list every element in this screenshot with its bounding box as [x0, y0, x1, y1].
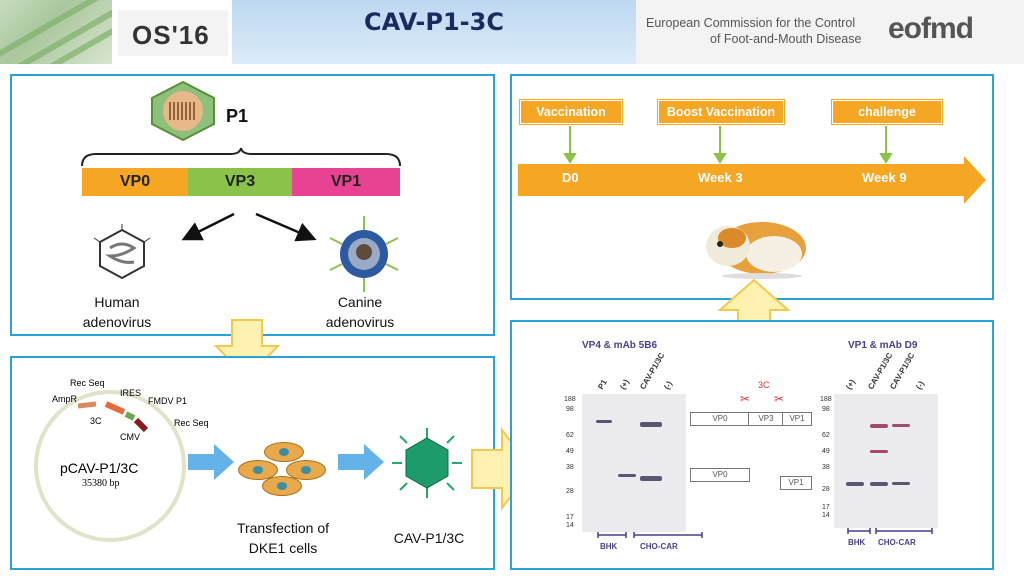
transfection-label: Transfection of DKE1 cells — [236, 520, 330, 556]
mw-label-14: 14 — [566, 522, 574, 529]
mw-label-28: 28 — [822, 486, 830, 493]
canine-adenovirus-label: Canine adenovirus — [325, 294, 395, 330]
scissors-icon: ✂ — [774, 392, 785, 406]
timeline-label-week9: Week 9 — [862, 170, 907, 185]
right-lane-pos: (+) — [844, 377, 857, 391]
plasmid-name: pCAV-P1/3C — [60, 460, 139, 476]
page-title: CAV-P1-3C — [364, 8, 504, 36]
plasmid-element-ampr: AmpR — [52, 394, 78, 404]
org-line-2: of Foot-and-Mouth Disease — [710, 32, 862, 46]
mw-label-17: 17 — [822, 504, 830, 511]
left-group-bhk: BHK — [600, 542, 618, 551]
canine-adenovirus-icon — [329, 216, 399, 292]
mw-label-49: 49 — [566, 448, 574, 455]
precursor-vp1: VP1 — [782, 412, 812, 426]
right-lane-neg: (-) — [914, 379, 926, 391]
scissors-icon: ✂ — [740, 392, 751, 406]
mw-label-62: 62 — [822, 432, 830, 439]
right-group-bhk: BHK — [848, 538, 866, 547]
plasmid-size: 35380 bp — [82, 478, 120, 489]
precursor-vp0: VP0 — [690, 412, 750, 426]
human-adenovirus-label: Human adenovirus — [82, 294, 152, 330]
right-group-cho-car: CHO-CAR — [878, 538, 916, 547]
mw-label-38: 38 — [566, 464, 574, 471]
left-group-brackets — [597, 532, 703, 538]
vp3-segment: VP3 — [188, 168, 292, 196]
right-blot-image — [834, 394, 938, 528]
mw-label-188: 188 — [820, 396, 832, 403]
title-background — [232, 0, 636, 64]
plasmid-element-fmdv-p1: FMDV P1 — [148, 396, 188, 406]
product-vp1: VP1 — [780, 476, 812, 490]
boost-vaccination-button: Boost Vaccination — [658, 100, 784, 124]
left-blot-image — [582, 394, 686, 532]
fmdv-virion-icon — [151, 80, 215, 142]
org-line-1: European Commission for the Control — [646, 16, 856, 30]
dke1-cells-image — [234, 438, 334, 498]
plasmid-element-3c: 3C — [90, 416, 102, 426]
vp1-segment: VP1 — [292, 168, 400, 196]
timeline-panel: Vaccination Boost Vaccination challenge … — [510, 74, 994, 300]
product-vp0: VP0 — [690, 468, 750, 482]
right-arrow-icon — [188, 444, 234, 480]
split-arrows-icon — [181, 212, 317, 242]
conference-logo: OS'16 — [118, 10, 228, 56]
plasmid-element-ires: IRES — [120, 388, 142, 398]
mw-label-14: 14 — [822, 512, 830, 519]
vp0-segment: VP0 — [82, 168, 188, 196]
mw-label-98: 98 — [566, 406, 574, 413]
p1-label: P1 — [226, 106, 249, 126]
eufmd-logo: eofmd — [888, 12, 974, 46]
human-adenovirus-icon — [93, 224, 151, 280]
left-lane-neg: (-) — [662, 379, 674, 391]
cav-p1-3c-label: CAV-P1/3C — [393, 530, 465, 546]
cav-p1-3c-virion-icon — [392, 428, 462, 498]
challenge-button: challenge — [832, 100, 942, 124]
p1-panel: P1 VP0 VP3 VP1 Human adenovirus Canine a… — [10, 74, 495, 336]
right-group-brackets — [847, 528, 933, 534]
brace-icon — [81, 147, 401, 167]
plasmid-element-rec-seq-1: Rec Seq — [70, 378, 105, 388]
header-bar: OS'16 CAV-P1-3C European Commission for … — [0, 0, 1024, 66]
guinea-pig-image — [706, 222, 806, 279]
blot-panel: VP4 & mAb 5B6 VP1 & mAb D9 P1 (+) CAV-P1… — [510, 320, 994, 570]
timeline-arrows-icon — [518, 126, 986, 204]
plasmid-icon — [34, 390, 186, 542]
plasmid-element-rec-seq-2: Rec Seq — [174, 418, 209, 428]
mw-label-38: 38 — [822, 464, 830, 471]
mw-label-49: 49 — [822, 448, 830, 455]
organization-block: European Commission for the Control of F… — [636, 0, 1024, 64]
left-group-cho-car: CHO-CAR — [640, 542, 678, 551]
left-lane-p1: P1 — [596, 378, 609, 391]
vaccination-button: Vaccination — [520, 100, 622, 124]
eufmd-logo-text: eofmd — [888, 12, 974, 45]
timeline-label-d0: D0 — [562, 170, 579, 185]
mw-label-62: 62 — [566, 432, 574, 439]
left-lane-pos: (+) — [618, 377, 631, 391]
left-blot-title: VP4 & mAb 5B6 — [582, 340, 658, 351]
mw-label-28: 28 — [566, 488, 574, 495]
mw-label-188: 188 — [564, 396, 576, 403]
conference-label: OS'16 — [132, 20, 210, 50]
construct-panel: Rec Seq IRES AmpR FMDV P1 3C CMV Rec Seq… — [10, 356, 495, 570]
right-blot-title: VP1 & mAb D9 — [848, 340, 918, 351]
decorative-stripe — [0, 0, 112, 64]
right-arrow-icon — [338, 444, 384, 480]
precursor-vp3: VP3 — [748, 412, 784, 426]
cleavage-label: 3C — [758, 380, 770, 390]
mw-label-98: 98 — [822, 406, 830, 413]
mw-label-17: 17 — [566, 514, 574, 521]
timeline-label-week3: Week 3 — [698, 170, 743, 185]
plasmid-element-cmv: CMV — [120, 432, 140, 442]
